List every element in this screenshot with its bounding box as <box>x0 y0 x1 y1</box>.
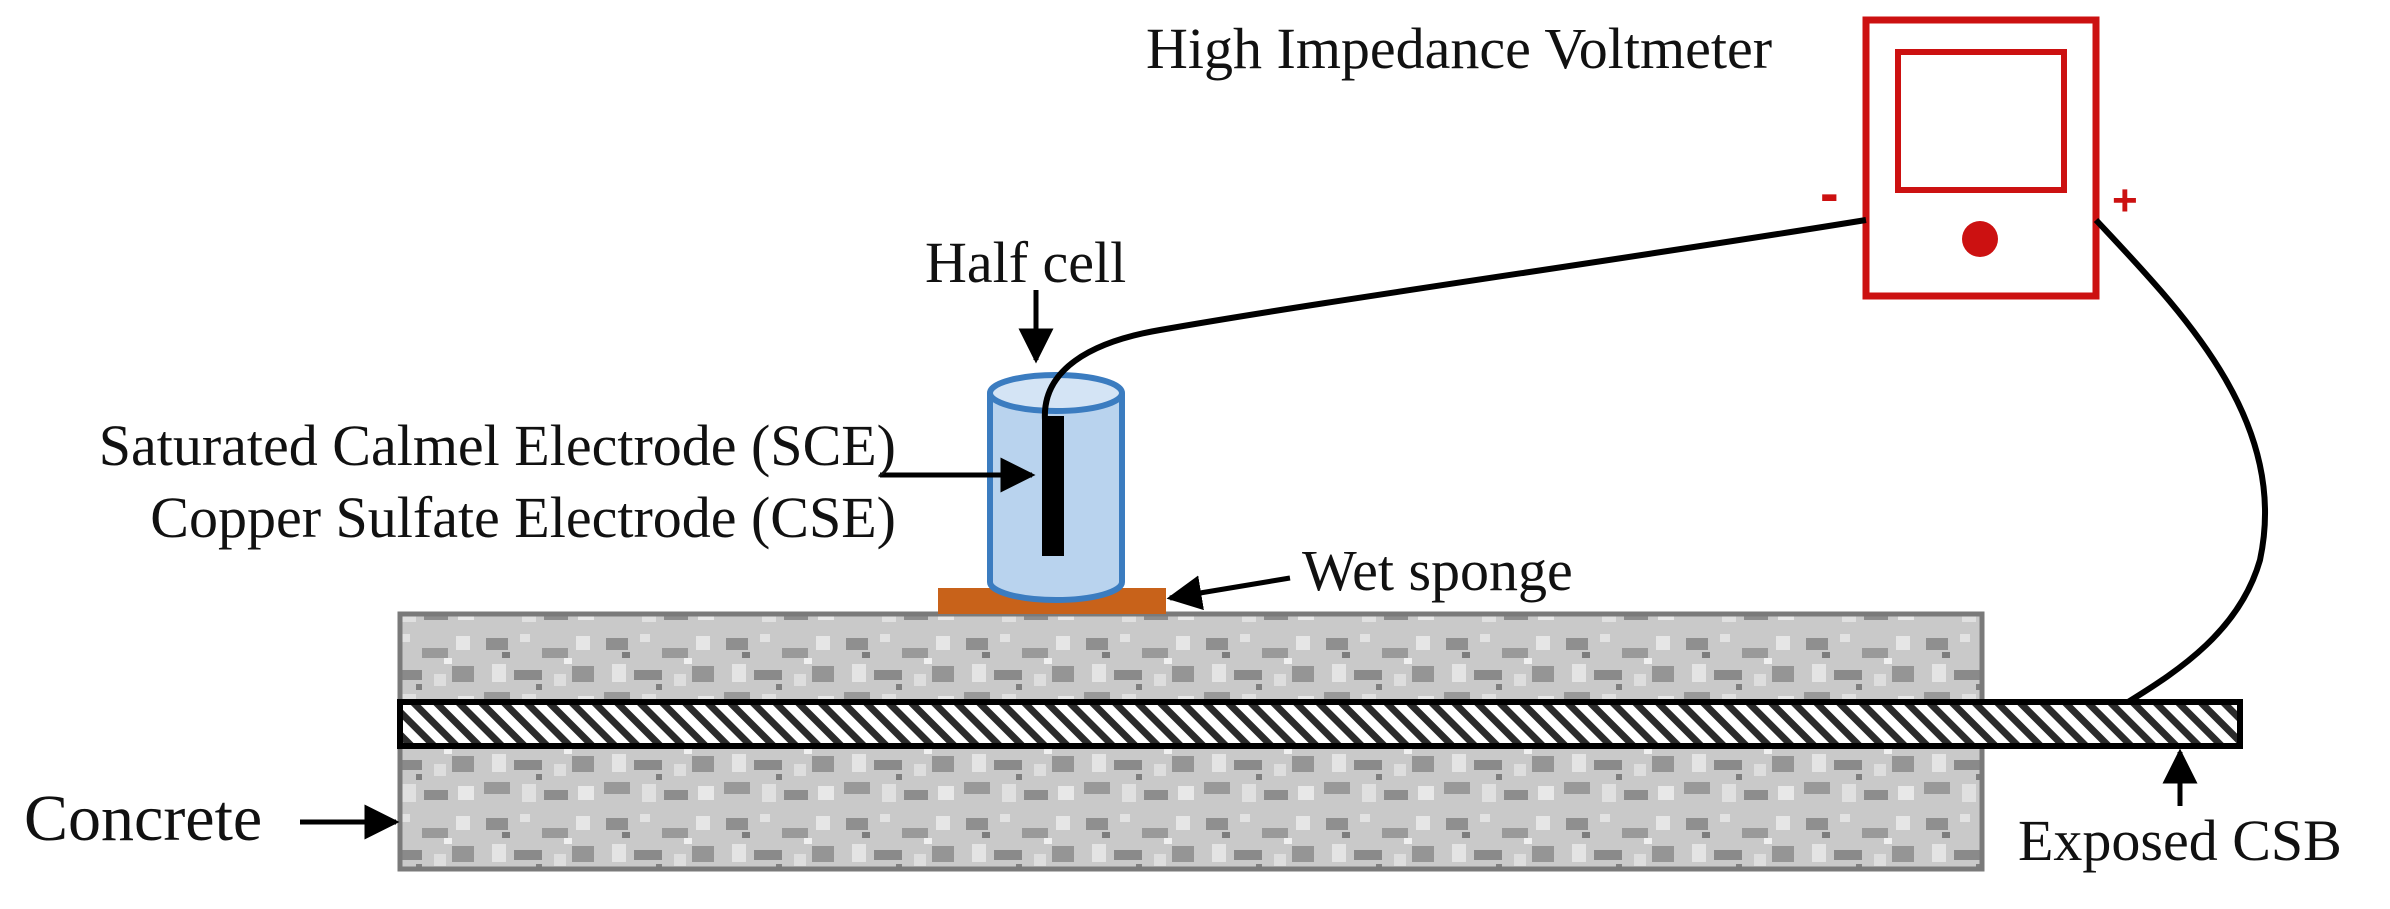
label-voltmeter: High Impedance Voltmeter <box>1146 16 1772 81</box>
electrode-rod <box>1042 416 1064 556</box>
voltmeter: - + <box>1820 16 2138 300</box>
voltmeter-knob <box>1962 221 1998 257</box>
label-wet-sponge: Wet sponge <box>1302 538 1573 603</box>
voltmeter-display <box>1895 49 2067 193</box>
label-half-cell: Half cell <box>925 230 1126 295</box>
steel-bar-csb <box>397 699 2243 749</box>
label-concrete: Concrete <box>24 782 262 855</box>
label-sce: Saturated Calmel Electrode (SCE) <box>99 413 896 478</box>
wire-positive <box>2093 217 2268 705</box>
wire-negative <box>1041 217 1867 421</box>
label-cse: Copper Sulfate Electrode (CSE) <box>150 485 896 550</box>
label-exposed-csb: Exposed CSB <box>2018 808 2342 873</box>
voltmeter-plus-sign: + <box>2112 176 2138 225</box>
arrow-wet-sponge <box>1166 575 1291 611</box>
voltmeter-minus-sign: - <box>1820 161 1839 224</box>
half-cell <box>987 372 1125 603</box>
